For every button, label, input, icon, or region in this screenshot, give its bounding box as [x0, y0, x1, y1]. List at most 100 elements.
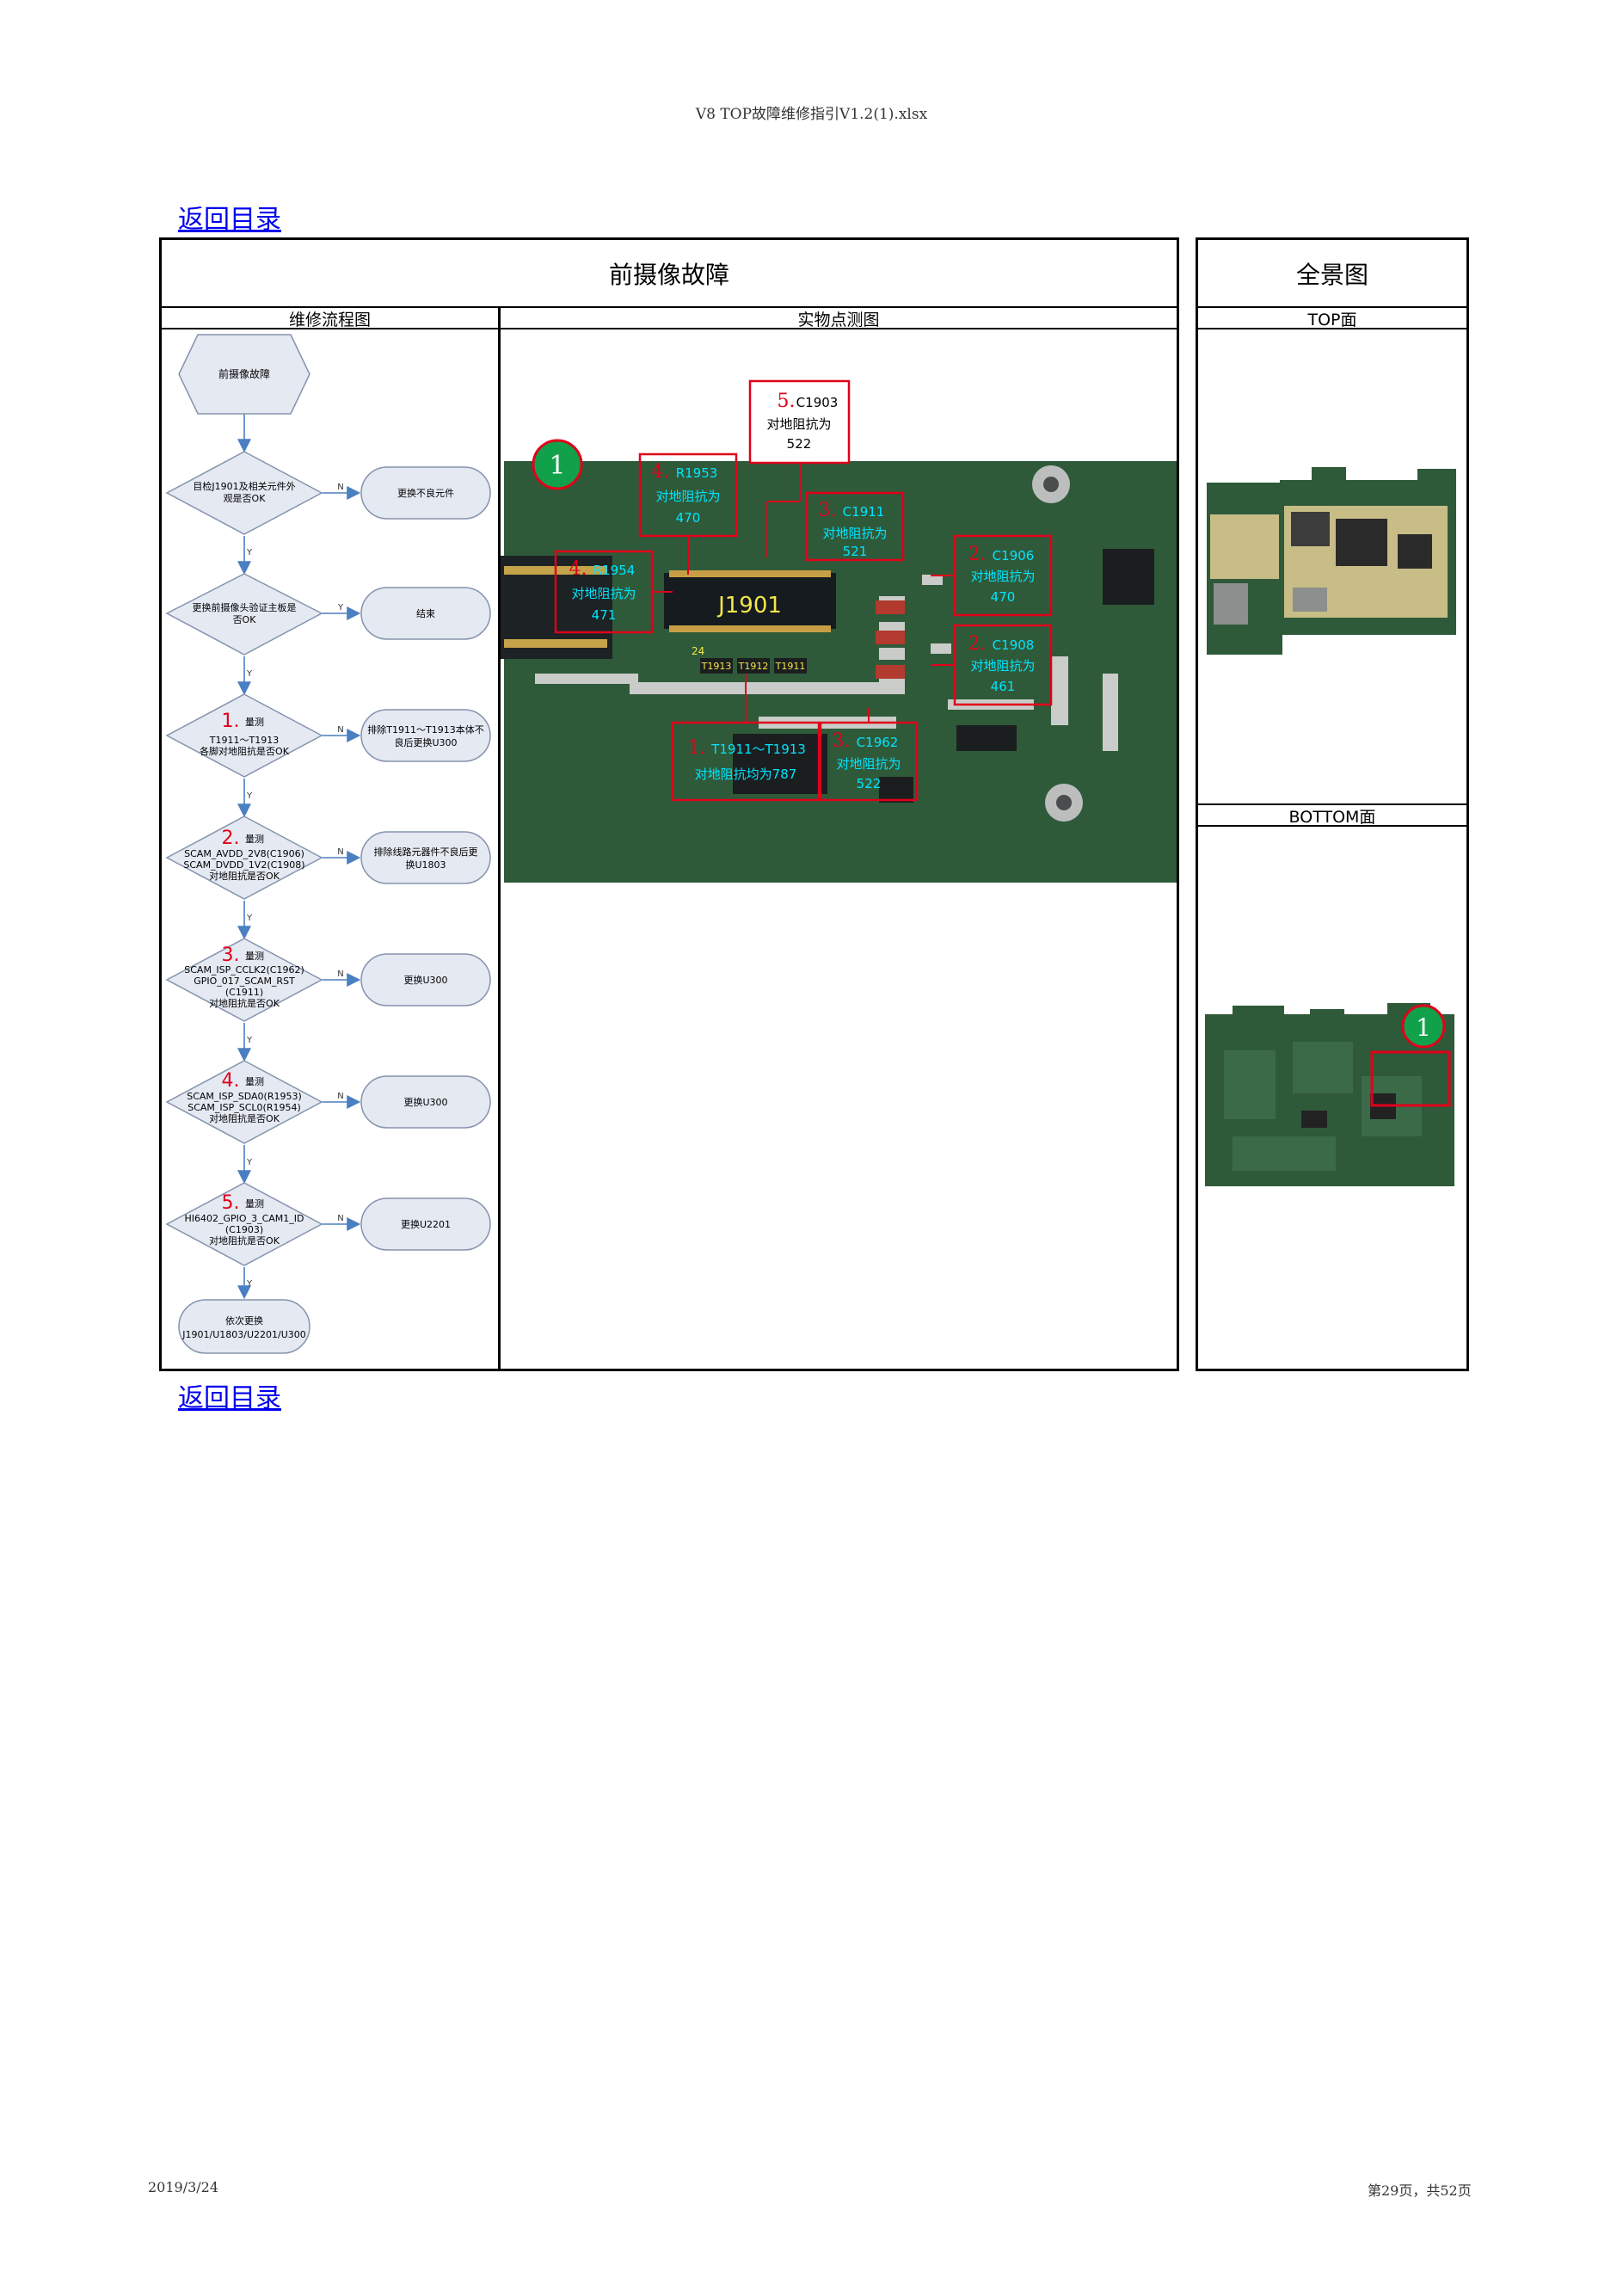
pcb-measurement-photo: T1913 T1912 T1911 J1901 24 1 5. C1903 对地…	[501, 379, 1177, 883]
marker-number: 1	[1416, 1013, 1431, 1042]
annotation-value: 470	[676, 510, 701, 526]
flow-text: 排除T1911～T1913本体不	[367, 723, 483, 736]
flow-end-box	[178, 1299, 310, 1354]
side-border-top	[1196, 237, 1469, 240]
flow-action-replace-u2201	[360, 1197, 491, 1251]
annotation-text: 对地阻抗为	[970, 658, 1035, 674]
flow-text: SCAM_AVDD_2V8(C1906)	[184, 848, 304, 859]
flow-text: 排除线路元器件不良后更	[374, 846, 478, 858]
marker-number: 1	[549, 451, 565, 481]
flow-no-label: N	[337, 483, 343, 492]
flow-step-number: 4.	[222, 1070, 240, 1092]
pin-label: 24	[692, 645, 704, 657]
flow-text: SCAM_ISP_SCL0(R1954)	[188, 1102, 301, 1113]
flow-no-label: N	[337, 847, 343, 857]
flow-decision-visual-check	[165, 451, 323, 535]
flow-start-label: 前摄像故障	[218, 367, 270, 380]
annotation-step-number: 3.	[819, 500, 837, 521]
test-point-label: T1913	[701, 661, 732, 672]
annotation-step-number: 3.	[833, 730, 851, 752]
bottom-side-label: BOTTOM面	[1288, 808, 1376, 827]
flow-text: GPIO_017_SCAM_RST	[194, 976, 295, 987]
ic-chip	[956, 725, 1017, 751]
flow-action-replace-u300-c	[360, 1075, 491, 1129]
side-rule-2	[1196, 328, 1469, 329]
flow-step-number: 3.	[222, 945, 240, 966]
annotation-step-number: 1.	[688, 737, 706, 759]
flow-no-label: N	[337, 725, 343, 735]
table-rule-2	[159, 328, 1179, 329]
board-top-view	[1207, 467, 1456, 655]
annotation-value: 522	[787, 436, 812, 452]
flow-text: 结束	[416, 608, 435, 619]
flow-text: 对地阻抗是否OK	[209, 870, 280, 882]
annotation-text: 对地阻抗为	[766, 416, 831, 432]
flow-start-hexagon	[178, 334, 310, 415]
panorama-bottom-image: 1	[1205, 1003, 1454, 1186]
flow-text: 观是否OK	[224, 493, 267, 504]
flow-text: 对地阻抗是否OK	[209, 1112, 280, 1124]
flow-text: 量测	[245, 834, 264, 845]
top-side-label: TOP面	[1307, 311, 1357, 329]
panorama-top-image	[1207, 467, 1456, 655]
annotation-step-number: 2.	[968, 633, 987, 655]
flow-action-replace-u300-a	[360, 709, 491, 762]
annotation-text: 对地阻抗均为787	[695, 766, 797, 782]
flow-text: 量测	[245, 951, 264, 962]
flow-step-number: 1.	[222, 711, 240, 732]
flow-text: 各脚对地阻抗是否OK	[200, 745, 290, 757]
table-border-top	[159, 237, 1179, 240]
flow-text: 更换U300	[403, 974, 447, 986]
test-point-label: T1911	[775, 661, 806, 672]
table-border-left	[159, 237, 162, 1371]
flow-text: 量测	[245, 1198, 264, 1210]
annotation-text: 对地阻抗为	[822, 526, 887, 541]
flow-no-label: N	[337, 1214, 343, 1223]
pcb-board	[504, 461, 1177, 883]
repair-flowchart: Y Y Y Y Y Y Y N Y N N N N N N 前摄像故障	[165, 334, 491, 1354]
flow-text: 更换U2201	[401, 1218, 451, 1230]
flow-text: SCAM_DVDD_1V2(C1908)	[183, 859, 304, 871]
flow-yes-label: Y	[246, 669, 253, 679]
highlight-region	[1370, 1050, 1451, 1107]
flow-yes-label: Y	[246, 1158, 253, 1167]
side-rule-1	[1196, 306, 1469, 308]
table-rule-1	[159, 306, 1179, 308]
annotation-value: 522	[857, 776, 882, 791]
flow-action-replace-u1803	[360, 831, 491, 884]
flow-decision-measure-i2c	[165, 1060, 323, 1144]
flow-text: 目检J1901及相关元件外	[193, 480, 295, 492]
flow-yes-label: Y	[246, 1279, 253, 1289]
flow-step-number: 2.	[222, 828, 240, 849]
flow-text: 更换前摄像头验证主板是	[193, 601, 297, 613]
flow-action-end	[360, 587, 491, 640]
side-rule-3	[1196, 803, 1469, 805]
annotation-text: 对地阻抗为	[970, 569, 1035, 584]
marker-circle	[532, 439, 583, 490]
return-to-index-link-bottom[interactable]: 返回目录	[178, 1383, 281, 1413]
flow-decision-swap-camera	[165, 573, 323, 656]
ic-chip	[733, 734, 827, 794]
flow-decision-measure-id	[165, 1182, 323, 1266]
test-point-label: T1912	[738, 661, 769, 672]
flow-action-replace-part	[360, 466, 491, 520]
ic-chip	[1103, 549, 1154, 605]
table-border-bottom	[159, 1369, 1179, 1371]
side-border-right	[1466, 237, 1469, 1371]
annotation-value: 461	[991, 679, 1016, 694]
return-to-index-link-top[interactable]: 返回目录	[178, 205, 281, 235]
flow-text: 量测	[245, 717, 264, 728]
flow-step-number: 5.	[222, 1192, 240, 1214]
annotation-text: 对地阻抗为	[836, 756, 901, 772]
flow-text: HI6402_GPIO_3_CAM1_ID	[185, 1213, 304, 1224]
flowchart-column-header: 维修流程图	[288, 311, 371, 329]
annotation-value: 471	[592, 607, 617, 623]
flow-text: 否OK	[233, 614, 257, 625]
photo-column-header: 实物点测图	[797, 311, 880, 329]
annotation-ref: R1953	[676, 465, 718, 481]
annotation-step-number: 4.	[652, 461, 670, 483]
flow-yes-label: Y	[337, 603, 344, 612]
connector-j1901	[664, 573, 836, 629]
annotation-value: 521	[843, 544, 868, 559]
connector-label: J1901	[716, 593, 782, 619]
